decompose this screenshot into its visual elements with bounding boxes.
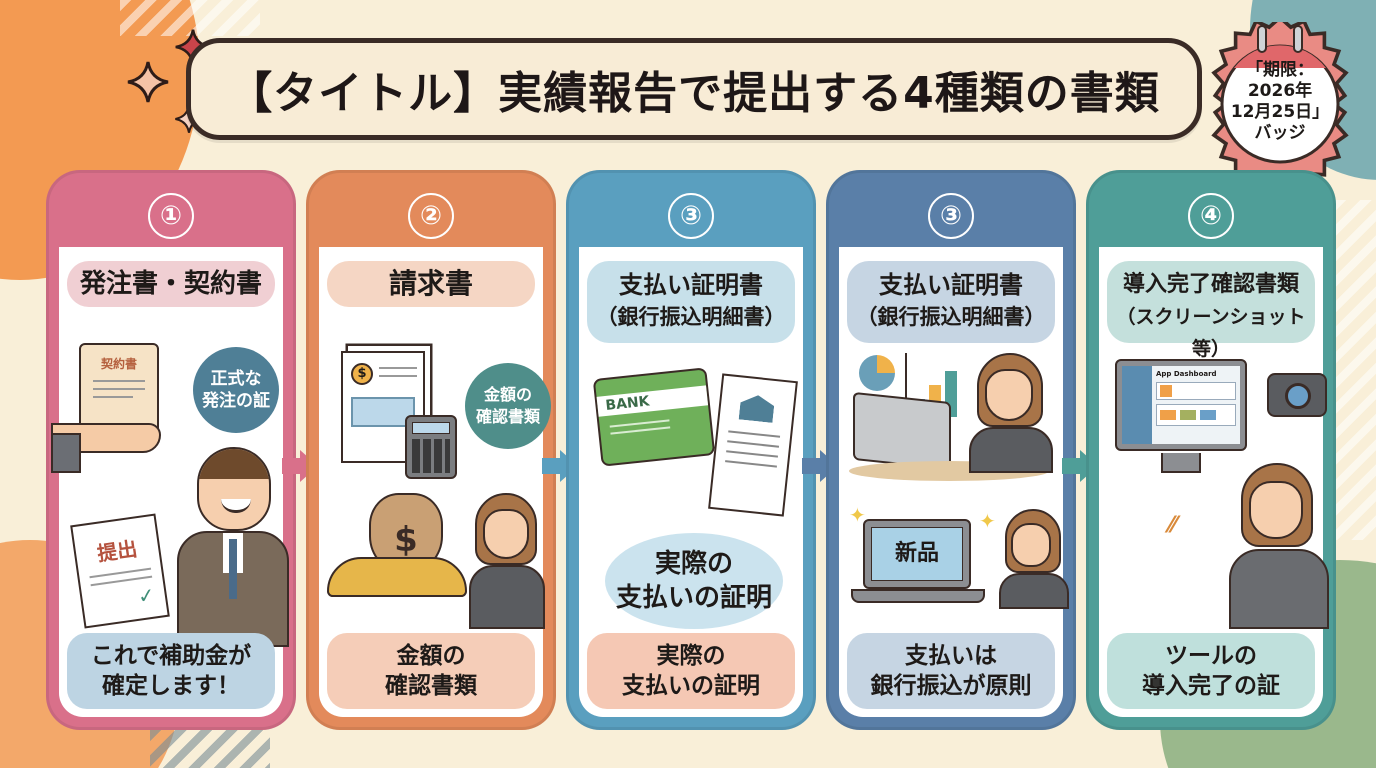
card-heading: 発注書・契約書: [67, 261, 275, 307]
contract-label: 契約書: [100, 357, 137, 371]
dollar-coin-icon: $: [351, 363, 373, 385]
monitor-dashboard-icon: App Dashboard: [1115, 359, 1247, 451]
card-completion-docs: ④ 導入完了確認書類 （スクリーンショット等） App Dashboard: [1086, 170, 1336, 730]
speech-bubble: 正式な 発注の証: [193, 347, 279, 433]
dashboard-title: App Dashboard: [1156, 370, 1217, 378]
calculator-icon: [405, 415, 457, 479]
businesswoman-typing: [969, 353, 1053, 473]
card-body: 支払い証明書 （銀行振込明細書） BANK 実際の 支払いの証明 実際の 支払い…: [579, 247, 803, 717]
monitor-stand: [1161, 453, 1201, 473]
bg-stripes-right: [1335, 200, 1376, 540]
sparkle-icon: ✦: [849, 503, 866, 527]
submit-label: 提出: [95, 536, 139, 566]
bank-receipt-icon: [708, 373, 798, 517]
step-number: ①: [148, 193, 194, 239]
card-heading: 請求書: [327, 261, 535, 307]
card-footer: 金額の 確認書類: [327, 633, 535, 709]
businesswoman-presenting: [1225, 463, 1329, 629]
businesswoman-illustration: [469, 493, 545, 629]
step-number: ③: [928, 193, 974, 239]
bg-stripes-top: [120, 0, 260, 36]
card-heading: 導入完了確認書類 （スクリーンショット等）: [1107, 261, 1315, 360]
camera-icon: [1267, 373, 1327, 417]
card-body: 支払い証明書 （銀行振込明細書） 新品 ✦ ✦: [839, 247, 1069, 717]
bankbook-icon: BANK: [592, 367, 716, 467]
card-heading: 支払い証明書 （銀行振込明細書）: [847, 261, 1055, 343]
checkmark-icon: ✓: [136, 582, 157, 609]
title-banner: 【タイトル】実績報告で提出する4種類の書類: [186, 38, 1202, 140]
card-invoice: ② 請求書 $ 金額の 確認書類 $ 金額の 確認書類: [306, 170, 556, 730]
card-footer: これで補助金が 確定します！: [67, 633, 275, 709]
card-payment-proof-bank: ③ 支払い証明書 （銀行振込明細書） BANK 実際の 支払いの証明 実際の 支…: [566, 170, 816, 730]
card-purchase-order: ① 発注書・契約書 契約書 正式な 発注の証 提出: [46, 170, 296, 730]
page-title: 【タイトル】実績報告で提出する4種類の書類: [228, 68, 1160, 119]
card-heading: 支払い証明書 （銀行振込明細書）: [587, 261, 795, 343]
bank-building-icon: [739, 393, 776, 422]
badge-line2: 2026年: [1247, 81, 1313, 101]
submission-document: 提出 ✓: [70, 513, 170, 629]
pie-chart-icon: [859, 355, 895, 391]
info-bubble: 金額の 確認書類: [465, 363, 551, 449]
new-item-label: 新品: [871, 527, 963, 581]
calendar-icon: [1211, 15, 1349, 193]
sparkle-icon: [127, 61, 169, 103]
card-body: 発注書・契約書 契約書 正式な 発注の証 提出: [51, 247, 289, 717]
gold-coins-icon: [327, 557, 467, 597]
card-payment-proof-transfer: ③ 支払い証明書 （銀行振込明細書） 新品: [826, 170, 1076, 730]
badge-line1: 「期限：: [1246, 60, 1314, 80]
card-body: 導入完了確認書類 （スクリーンショット等） App Dashboard: [1099, 247, 1329, 717]
laptop-base: [851, 589, 985, 603]
businessman-illustration: [177, 447, 289, 647]
card-footer: 実際の 支払いの証明: [587, 633, 795, 709]
badge-line3: 12月25日」: [1230, 102, 1330, 122]
card-footer: ツールの 導入完了の証: [1107, 633, 1315, 709]
laptop-icon: 新品: [863, 519, 971, 589]
step-number: ②: [408, 193, 454, 239]
card-footer: 支払いは 銀行振込が原則: [847, 633, 1055, 709]
sparkle-icon: ✦: [979, 509, 996, 533]
desktop-computer-icon: [853, 391, 951, 471]
badge-line4: バッジ: [1254, 123, 1306, 143]
proof-oval: 実際の 支払いの証明: [605, 533, 783, 629]
businesswoman-cheering: [999, 509, 1069, 609]
step-number: ④: [1188, 193, 1234, 239]
bg-stripes-bottom: [150, 730, 270, 768]
gesture-lines: ⁄⁄: [1169, 513, 1177, 538]
bank-label: BANK: [596, 385, 709, 417]
card-body: 請求書 $ 金額の 確認書類 $ 金額の 確認書類: [319, 247, 551, 717]
sleeve-icon: [51, 433, 81, 473]
deadline-badge: 「期限： 2026年 12月25日」 バッジ: [1202, 15, 1358, 193]
step-number: ③: [668, 193, 714, 239]
